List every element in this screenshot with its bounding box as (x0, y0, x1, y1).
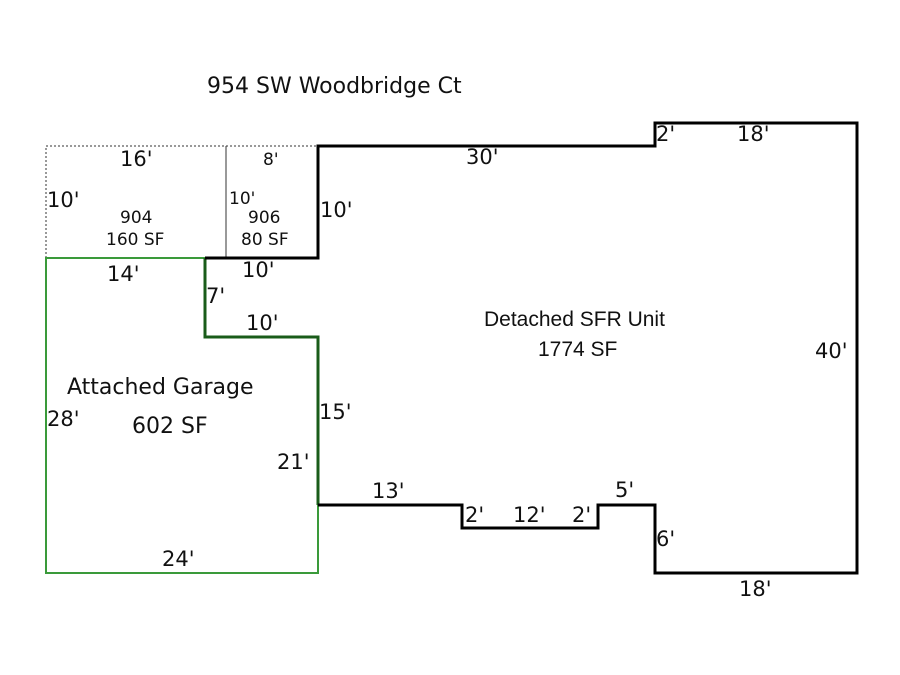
property-address-title: 954 SW Woodbridge Ct (207, 74, 462, 99)
unit-904-area: 160 SF (106, 230, 164, 250)
sfr-area: 1774 SF (538, 338, 617, 361)
dim-u906-top: 8' (263, 150, 279, 170)
dim-garage-bottom: 24' (162, 547, 195, 571)
dim-u906-left: 10' (229, 189, 255, 209)
dim-sfr-notch-left: 2' (465, 503, 484, 527)
dim-sfr-7: 7' (206, 284, 225, 308)
dim-sfr-bottom-right: 18' (739, 577, 772, 601)
dim-sfr-13: 13' (372, 479, 405, 503)
dim-sfr-step-up: 2' (656, 122, 675, 146)
dim-sfr-top-right: 18' (737, 122, 770, 146)
unit-906-name: 906 (248, 208, 280, 228)
dim-garage-right: 21' (277, 450, 310, 474)
dim-sfr-step-6: 6' (656, 527, 675, 551)
sfr-outline (205, 121, 859, 575)
dim-sfr-10-left: 10' (320, 198, 353, 222)
dim-sfr-10-lower: 10' (246, 311, 279, 335)
dim-sfr-notch-right: 2' (572, 503, 591, 527)
dim-sfr-notch-bottom: 12' (513, 503, 546, 527)
unit-904-name: 904 (120, 208, 152, 228)
dim-sfr-15: 15' (319, 400, 352, 424)
dim-u904-top: 16' (120, 147, 153, 171)
dim-sfr-5: 5' (615, 478, 634, 502)
sfr-name: Detached SFR Unit (484, 308, 665, 331)
dim-u904-left: 10' (47, 188, 80, 212)
dim-garage-left: 28' (47, 407, 80, 431)
dim-sfr-10-upper: 10' (242, 258, 275, 282)
dim-garage-top: 14' (107, 262, 140, 286)
unit-906-area: 80 SF (241, 230, 289, 250)
garage-area: 602 SF (132, 414, 208, 439)
dim-sfr-right: 40' (815, 339, 848, 363)
garage-name: Attached Garage (67, 375, 253, 400)
garage-sfr-shared-wall (203, 258, 320, 505)
dim-sfr-top: 30' (466, 145, 499, 169)
garage-outline (45, 257, 319, 574)
